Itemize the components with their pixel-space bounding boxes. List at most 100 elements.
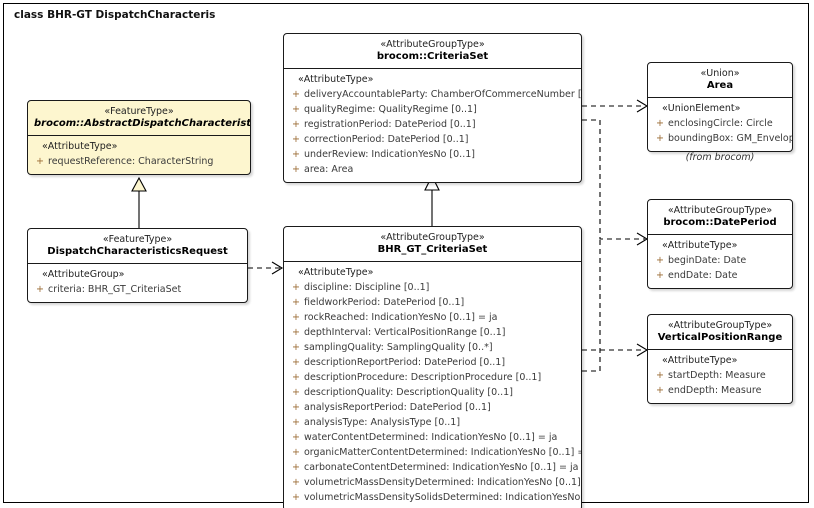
attribute-text: analysisReportPeriod: DatePeriod [0..1]: [304, 402, 491, 414]
attribute-row: + samplingQuality: SamplingQuality [0..*]: [288, 340, 577, 355]
section-divider: [284, 68, 581, 70]
visibility-marker: +: [292, 402, 300, 414]
visibility-marker: +: [656, 133, 664, 145]
class-name: Area: [706, 79, 734, 91]
attribute-row: +analysisType: AnalysisType [0..1]: [288, 415, 577, 430]
attribute-row: + enclosingCircle: Circle: [652, 116, 788, 131]
attribute-row: +waterContentDetermined: IndicationYesNo…: [288, 430, 577, 445]
class-attributes: «AttributeType» + requestReference: Char…: [28, 136, 250, 174]
section-divider: [28, 135, 250, 137]
class-name: VerticalPositionRange: [657, 331, 783, 343]
visibility-marker: +: [292, 372, 300, 384]
visibility-marker: +: [292, 357, 300, 369]
visibility-marker: +: [292, 134, 300, 146]
section-divider: [28, 263, 247, 265]
class-stereotype: «FeatureType»: [104, 106, 174, 117]
attribute-text: underReview: IndicationYesNo [0..1]: [304, 149, 475, 161]
attribute-row: + requestReference: CharacterString: [32, 154, 246, 169]
attribute-text: organicMatterContentDetermined: Indicati…: [304, 447, 582, 459]
class-box-vertical-position-range[interactable]: «AttributeGroupType» VerticalPositionRan…: [647, 314, 793, 405]
attribute-text: descriptionReportPeriod: DatePeriod [0..…: [304, 357, 506, 369]
visibility-marker: +: [292, 164, 300, 176]
attribute-text: fieldworkPeriod: DatePeriod [0..1]: [304, 297, 465, 309]
attribute-text: correctionPeriod: DatePeriod [0..1]: [304, 134, 469, 146]
attribute-row: + boundingBox: GM_Envelope: [652, 131, 792, 146]
class-header: «FeatureType» brocom::AbstractDispatchCh…: [28, 101, 250, 135]
class-name: brocom::CriteriaSet: [376, 50, 489, 62]
class-header: «AttributeGroupType» brocom::DatePeriod: [648, 200, 792, 234]
class-name: brocom::AbstractDispatchCharacteristicsR…: [34, 117, 251, 129]
attribute-text: area: Area: [304, 164, 354, 176]
visibility-marker: +: [292, 447, 300, 459]
attribute-text: startDepth: Measure: [668, 370, 766, 382]
visibility-marker: +: [292, 342, 300, 354]
attribute-group-label: «AttributeType»: [298, 74, 374, 86]
diagram-title: class BHR-GT DispatchCharacteristicsRequ…: [6, 6, 215, 23]
attribute-row: + registrationPeriod: DatePeriod [0..1]: [288, 117, 577, 132]
package-note-area: (from brocom): [685, 152, 755, 163]
class-box-bhr-gt-criteriaset[interactable]: «AttributeGroupType» BHR_GT_CriteriaSet …: [283, 226, 582, 508]
visibility-marker: +: [292, 104, 300, 116]
class-stereotype: «AttributeGroupType»: [667, 320, 773, 331]
visibility-marker: +: [292, 327, 300, 339]
class-box-brocom-dateperiod[interactable]: «AttributeGroupType» brocom::DatePeriod …: [647, 199, 793, 290]
attribute-row: +rockReached: IndicationYesNo [0..1] = j…: [288, 310, 577, 325]
attribute-row: +qualityRegime: QualityRegime [0..1]: [288, 102, 577, 117]
visibility-marker: +: [292, 387, 300, 399]
attribute-row: + correctionPeriod: DatePeriod [0..1]: [288, 132, 577, 147]
attribute-text: carbonateContentDetermined: IndicationYe…: [304, 462, 579, 474]
class-box-brocom-criteriaset[interactable]: «AttributeGroupType» brocom::CriteriaSet…: [283, 33, 582, 184]
visibility-marker: +: [292, 89, 300, 101]
visibility-marker: +: [656, 118, 664, 130]
diagram-title-tab-slant: [190, 3, 214, 23]
section-divider: [284, 261, 581, 263]
attribute-text: beginDate: Date: [668, 255, 747, 267]
diagram-title-tab: class BHR-GT DispatchCharacteristicsRequ…: [3, 3, 215, 23]
visibility-marker: +: [36, 156, 44, 168]
class-attributes: «AttributeType» +beginDate: Date +endDat…: [648, 235, 792, 288]
class-box-dispatch-characteristics-request[interactable]: «FeatureType» DispatchCharacteristicsReq…: [27, 228, 248, 304]
attribute-text: boundingBox: GM_Envelope: [668, 133, 793, 145]
class-name: brocom::DatePeriod: [663, 216, 777, 228]
section-divider: [648, 349, 792, 351]
section-divider: [648, 97, 792, 99]
attribute-text: discipline: Discipline [0..1]: [304, 282, 430, 294]
attribute-row: +fieldworkPeriod: DatePeriod [0..1]: [288, 295, 577, 310]
attribute-text: samplingQuality: SamplingQuality [0..*]: [304, 342, 493, 354]
attribute-text: volumetricMassDensityDetermined: Indicat…: [304, 477, 582, 489]
attribute-group-label: «AttributeGroup»: [42, 269, 125, 281]
visibility-marker: +: [292, 149, 300, 161]
attribute-row: + analysisReportPeriod: DatePeriod [0..1]: [288, 400, 577, 415]
attribute-row: + volumetricMassDensityDetermined: Indica…: [288, 475, 581, 490]
attribute-group-label: «AttributeType»: [42, 141, 118, 153]
attribute-text: requestReference: CharacterString: [48, 156, 214, 168]
visibility-marker: +: [292, 312, 300, 324]
class-attributes: «AttributeType» + deliveryAccountablePart…: [284, 69, 581, 182]
visibility-marker: +: [656, 385, 664, 397]
attribute-row: + criteria: BHR_GT_CriteriaSet: [32, 282, 243, 297]
attribute-row: +depthInterval: VerticalPositionRange [0…: [288, 325, 577, 340]
attribute-group-label: «AttributeType»: [298, 267, 374, 279]
attribute-text: endDate: Date: [668, 270, 738, 282]
attribute-row: +endDepth: Measure: [652, 383, 788, 398]
class-stereotype: «Union»: [700, 68, 740, 79]
class-header: «Union» Area: [648, 63, 792, 97]
visibility-marker: +: [292, 477, 300, 489]
class-box-abstract-dispatch-characteristics-request[interactable]: «FeatureType» brocom::AbstractDispatchCh…: [27, 100, 251, 176]
class-header: «AttributeGroupType» BHR_GT_CriteriaSet: [284, 227, 581, 261]
attribute-text: registrationPeriod: DatePeriod [0..1]: [304, 119, 476, 131]
class-attributes: «AttributeType» +startDepth: Measure +en…: [648, 350, 792, 403]
visibility-marker: +: [656, 255, 664, 267]
class-box-area-union[interactable]: «Union» Area «UnionElement» +enclosingCi…: [647, 62, 793, 153]
attribute-text: enclosingCircle: Circle: [668, 118, 773, 130]
attribute-text: volumetricMassDensitySolidsDetermined: I…: [304, 492, 581, 504]
attribute-text: waterContentDetermined: IndicationYesNo …: [304, 432, 558, 444]
visibility-marker: +: [292, 119, 300, 131]
class-header: «AttributeGroupType» VerticalPositionRan…: [648, 315, 792, 349]
visibility-marker: +: [656, 370, 664, 382]
attribute-row: + underReview: IndicationYesNo [0..1]: [288, 147, 577, 162]
attribute-text: deliveryAccountableParty: ChamberOfComme…: [304, 89, 582, 101]
class-stereotype: «AttributeGroupType»: [380, 39, 485, 50]
attribute-row: + deliveryAccountableParty: ChamberOfComm…: [288, 87, 581, 102]
